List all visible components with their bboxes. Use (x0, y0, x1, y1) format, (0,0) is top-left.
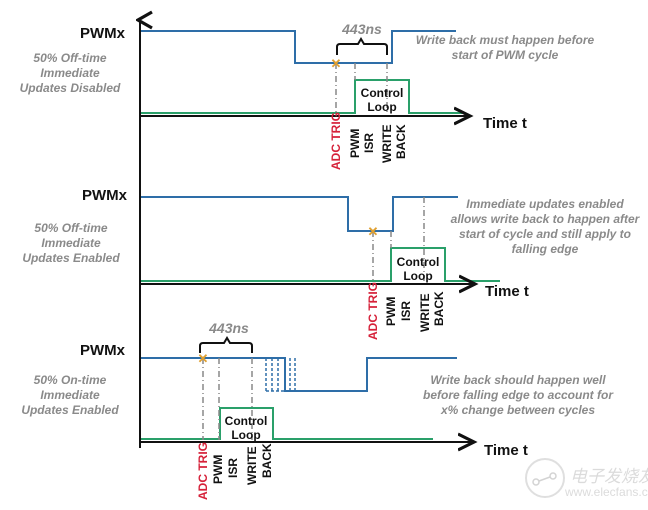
event-label-back: BACK (432, 291, 446, 326)
panel-note-line: Write back should happen well (430, 373, 606, 387)
panel-3: PWMx 50% On-time Immediate Updates Enabl… (21, 320, 614, 500)
event-label-pwm: PWM (384, 297, 398, 326)
control-loop-waveform (141, 247, 500, 282)
trigger-marker-icon: ✕ (331, 56, 342, 71)
control-loop-label: Control (225, 414, 268, 428)
panel-2: PWMx 50% Off-time Immediate Updates Enab… (22, 187, 640, 340)
mode-label-line: Updates Enabled (22, 251, 120, 265)
time-axis-label: Time t (483, 115, 527, 132)
control-loop-waveform (141, 79, 462, 114)
duration-brace (199, 336, 253, 353)
panel-note-line: before falling edge to account for (423, 388, 614, 402)
watermark-url: www.elecfans.com (564, 485, 648, 499)
pwm-axis-label: PWMx (82, 187, 128, 204)
control-loop-label: Loop (403, 269, 432, 283)
event-label-isr: ISR (226, 458, 240, 478)
control-loop-label: Control (397, 255, 440, 269)
pwm-waveform (141, 357, 457, 392)
mode-label-line: Immediate (40, 66, 100, 80)
event-label-adc-trig: ADC TRIG (329, 112, 343, 170)
mode-label-line: Updates Enabled (21, 403, 119, 417)
mode-label-line: Immediate (40, 388, 100, 402)
duration-label: 443ns (208, 320, 249, 336)
panel-note-line: falling edge (512, 242, 579, 256)
pwm-axis-label: PWMx (80, 342, 126, 359)
panel-note-line: Write back must happen before (416, 33, 595, 47)
event-label-write: WRITE (418, 293, 432, 332)
duration-label: 443ns (341, 21, 382, 37)
panel-note-line: x% change between cycles (440, 403, 595, 417)
panel-note-line: allows write back to happen after (451, 212, 641, 226)
time-axis-label: Time t (485, 283, 529, 300)
watermark-cn: 电子发烧友 (570, 467, 648, 487)
event-label-isr: ISR (362, 133, 376, 153)
panel-note-line: Immediate updates enabled (466, 197, 624, 211)
control-loop-label: Loop (367, 100, 396, 114)
duration-brace (336, 37, 388, 55)
time-axis-label: Time t (484, 442, 528, 459)
watermark-logo-icon (525, 458, 565, 498)
event-label-back: BACK (260, 443, 274, 478)
mode-label-line: 50% On-time (34, 373, 107, 387)
event-label-adc-trig: ADC TRIG (366, 282, 380, 340)
mode-label-line: 50% Off-time (33, 51, 106, 65)
event-label-back: BACK (394, 124, 408, 159)
trigger-marker-icon: ✕ (368, 224, 379, 239)
control-loop-waveform (141, 407, 433, 440)
event-label-write: WRITE (380, 124, 394, 163)
pwm-waveform (141, 196, 458, 232)
event-label-pwm: PWM (348, 129, 362, 158)
panel-note-line: start of cycle and still apply to (459, 227, 631, 241)
pwm-axis-label: PWMx (80, 25, 126, 42)
event-label-isr: ISR (399, 301, 413, 321)
panel-note-line: start of PWM cycle (452, 48, 559, 62)
control-loop-label: Control (361, 86, 404, 100)
control-loop-label: Loop (231, 428, 260, 442)
watermark: 电子发烧友 www.elecfans.com (525, 458, 648, 499)
event-label-adc-trig: ADC TRIG (196, 442, 210, 500)
mode-label-line: 50% Off-time (34, 221, 107, 235)
mode-label-line: Immediate (41, 236, 101, 250)
panel-1: PWMx 50% Off-time Immediate Updates Disa… (20, 21, 595, 170)
event-label-pwm: PWM (211, 455, 225, 484)
trigger-marker-icon: ✕ (198, 351, 209, 366)
event-label-write: WRITE (245, 446, 259, 485)
mode-label-line: Updates Disabled (20, 81, 121, 95)
variable-falling-edges (265, 358, 296, 392)
pwm-waveform (141, 30, 456, 64)
